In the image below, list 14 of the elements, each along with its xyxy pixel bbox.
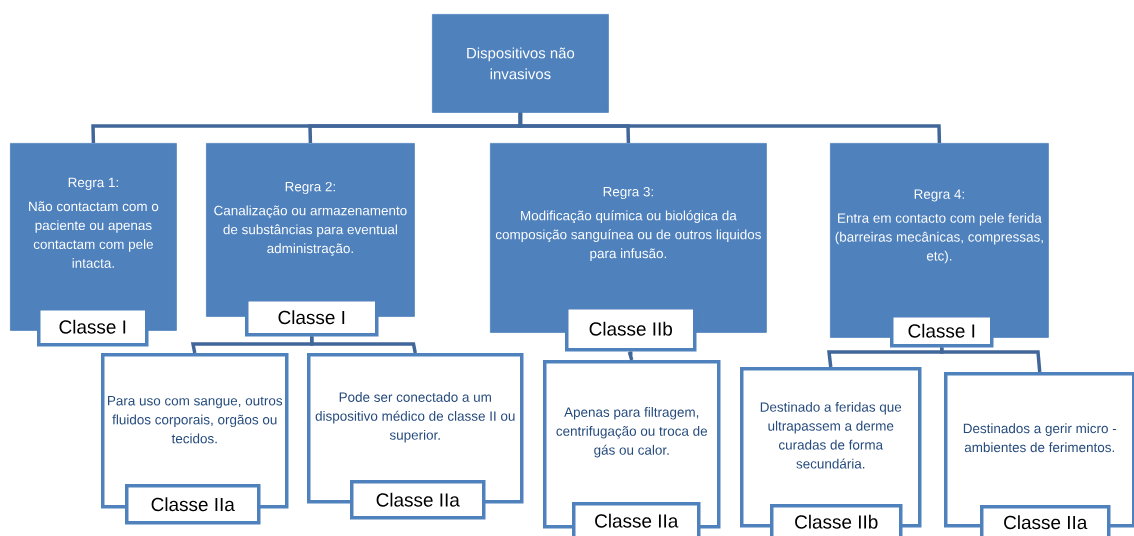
connector-line bbox=[310, 336, 417, 354]
class-label-box: Classe IIb bbox=[770, 504, 903, 536]
class-label-box: Classe IIa bbox=[125, 484, 261, 525]
class-label-box: Classe I bbox=[890, 314, 994, 348]
connector-line bbox=[627, 351, 634, 361]
class-label-box: Classe IIa bbox=[980, 505, 1111, 536]
category-box: Dispositivos não invasivos bbox=[432, 14, 609, 113]
class-label-box: Classe IIb bbox=[565, 306, 697, 352]
connector-line bbox=[518, 112, 942, 144]
class-label-box: Classe IIa bbox=[350, 480, 486, 520]
class-label-box: Classe IIa bbox=[572, 502, 701, 536]
class-label-box: Classe I bbox=[37, 307, 149, 347]
class-label-box: Classe I bbox=[245, 298, 379, 337]
connector-line bbox=[940, 347, 1042, 373]
